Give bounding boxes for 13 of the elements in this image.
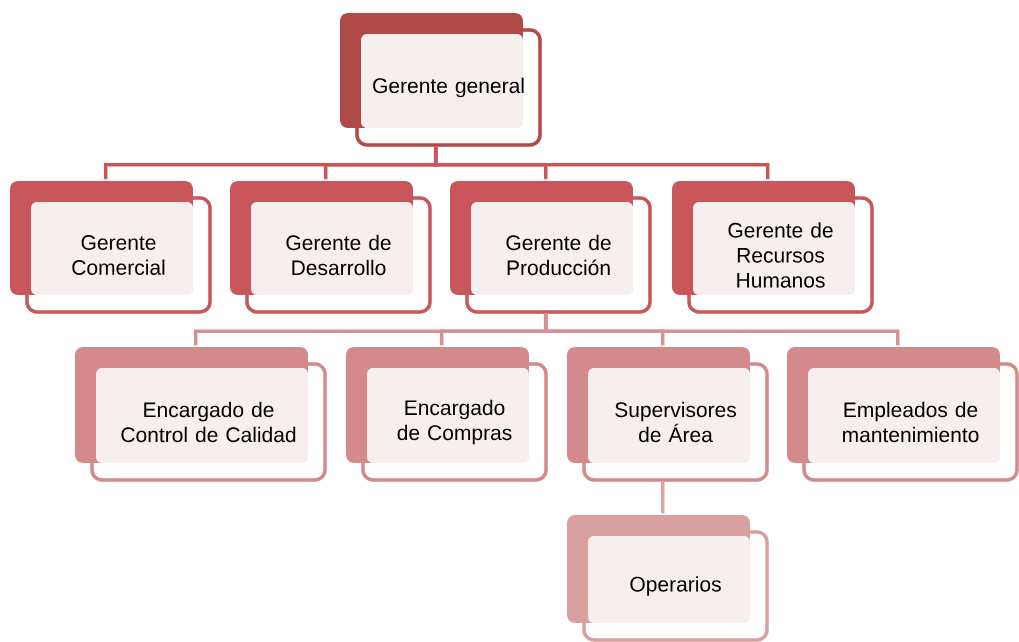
org-chart-box: Encargado de Control de Calidad xyxy=(75,347,327,482)
org-chart-box: Operarios xyxy=(567,515,769,642)
org-chart-box: Encargado de Compras xyxy=(346,347,548,482)
org-chart-box: Gerente de Producción xyxy=(450,181,652,314)
connector-line xyxy=(543,313,900,346)
connector-line xyxy=(433,146,770,180)
org-chart-box: Gerente de Desarrollo xyxy=(230,181,432,314)
org-chart-box: Empleados de mantenimiento xyxy=(787,347,1019,482)
connector-line xyxy=(660,481,665,514)
org-chart-box: Supervisores de Área xyxy=(567,347,769,482)
org-chart-box: Gerente general xyxy=(340,13,542,147)
org-chart-box: Gerente de Recursos Humanos xyxy=(672,181,874,314)
org-chart-box: Gerente Comercial xyxy=(10,181,212,314)
